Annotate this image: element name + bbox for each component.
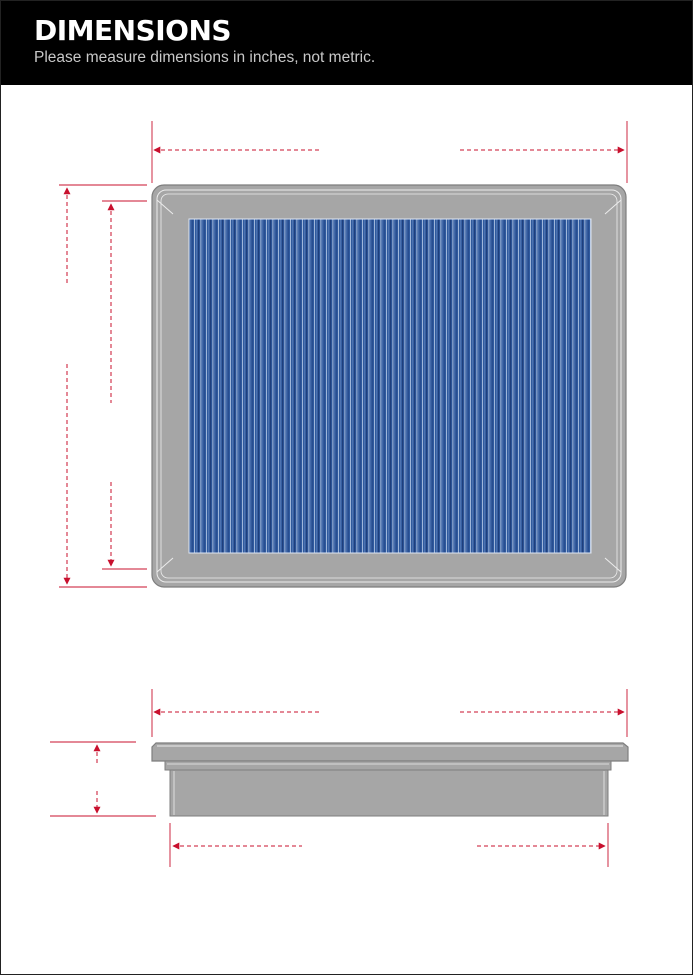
inner-height-dimension bbox=[102, 200, 147, 570]
page-subtitle: Please measure dimensions in inches, not… bbox=[34, 49, 376, 66]
page-title: DIMENSIONS bbox=[34, 14, 232, 47]
filter-media bbox=[189, 219, 591, 553]
top-width-dimension bbox=[151, 121, 628, 183]
side-top-width-dimension bbox=[151, 689, 628, 737]
header-bar: DIMENSIONS Please measure dimensions in … bbox=[1, 1, 692, 85]
side-view-filter bbox=[151, 742, 629, 817]
outer-height-dimension bbox=[59, 184, 147, 588]
side-height-dimension bbox=[50, 741, 156, 817]
top-view-filter bbox=[151, 184, 627, 588]
side-bottom-width-dimension bbox=[169, 823, 609, 867]
